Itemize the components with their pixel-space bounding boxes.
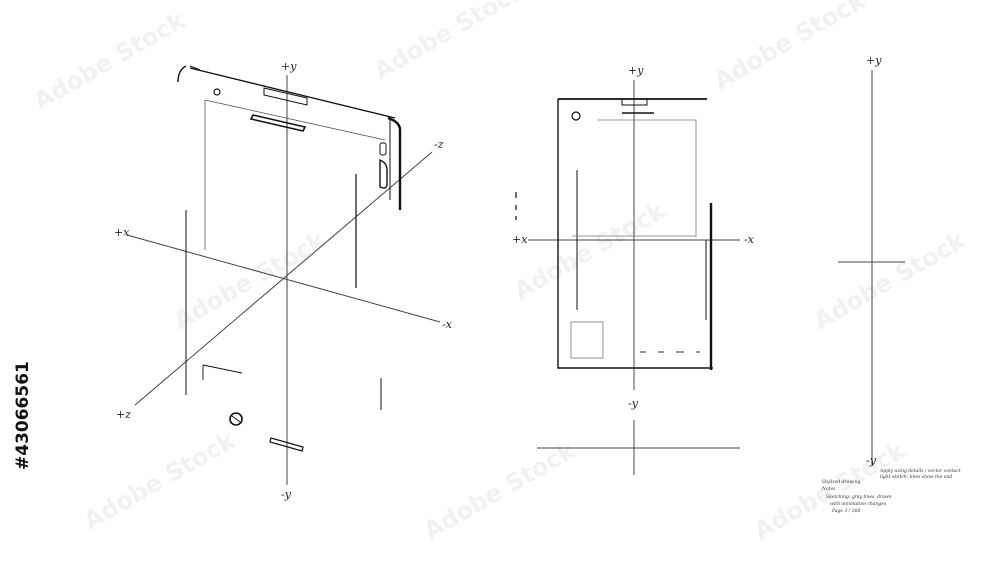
middle-minus-y-label: -y [628, 397, 639, 410]
note-left-line-2: Notes [821, 486, 836, 492]
note-left-line-5: Page 3 / 368 [831, 508, 860, 514]
note-right-line-1: Apply using details / vector contact [879, 468, 961, 474]
bottom-edge-mark [202, 364, 243, 374]
stock-number: #43066561 [13, 361, 33, 470]
handwritten-notes-right: Apply using details / vector contact lig… [879, 468, 961, 480]
middle-plus-y-label: +y [628, 64, 644, 77]
phone-side-edge [387, 116, 402, 210]
watermark-text-3: Adobe Stock [709, 0, 871, 95]
watermark-text-4: Adobe Stock [169, 226, 331, 336]
left-plus-y-label: +y [281, 60, 297, 73]
earpiece-slot [249, 114, 307, 132]
connector-slot [269, 437, 304, 452]
left-minus-y-label: -y [281, 488, 292, 501]
note-left-line-3: Sketching: gray lines, drawn [826, 494, 892, 500]
phone-top-edge [189, 67, 396, 119]
phone-corner-bracket [177, 65, 187, 83]
middle-minus-x-label: -x [744, 233, 755, 246]
middle-plus-x-label: +x [512, 233, 528, 246]
home-area-rect [570, 321, 604, 359]
front-camera-icon [571, 111, 581, 121]
side-button-1 [379, 142, 387, 156]
note-right-line-2: light sketch, lines show the end [880, 474, 952, 480]
left-z-axis [134, 151, 433, 406]
home-button-icon [229, 412, 243, 426]
phone-front-top [204, 99, 386, 141]
watermark-text-7: Adobe Stock [79, 426, 241, 536]
speaker-rect [263, 87, 308, 106]
left-minus-z-label: -z [434, 138, 444, 151]
right-minus-y-label: -y [866, 454, 877, 467]
watermark-text-1: Adobe Stock [29, 6, 191, 116]
side-button-2 [379, 158, 388, 189]
watermark-text-2: Adobe Stock [369, 0, 531, 85]
left-plus-x-label: +x [114, 226, 130, 239]
handwritten-notes-left: Stylized drawing Notes Sketching: gray l… [821, 479, 892, 514]
right-plus-y-label: +y [866, 54, 882, 67]
watermark-text-8: Adobe Stock [419, 436, 581, 546]
phone-outline-left [557, 99, 713, 369]
left-minus-x-label: -x [442, 318, 453, 331]
watermark-pattern: Adobe Stock Adobe Stock Adobe Stock Adob… [29, 0, 971, 545]
camera-lens-icon [213, 88, 221, 96]
note-left-line-1: Stylized drawing [822, 479, 861, 485]
phone-corner-tick [189, 65, 201, 71]
side-profile-view: +y -y [838, 54, 905, 467]
screen-upper-rect [597, 119, 697, 237]
home-button-inner [231, 415, 241, 423]
watermark-text-5: Adobe Stock [509, 196, 671, 306]
note-left-line-4: with annotation changes [830, 501, 887, 507]
watermark-text-6: Adobe Stock [809, 226, 971, 336]
left-plus-z-label: +z [116, 408, 131, 421]
isometric-phone-view: +y -y +x -x +z -z [114, 60, 453, 501]
front-phone-view: +y -y +x -x [512, 64, 755, 475]
speaker-grille [621, 98, 648, 106]
